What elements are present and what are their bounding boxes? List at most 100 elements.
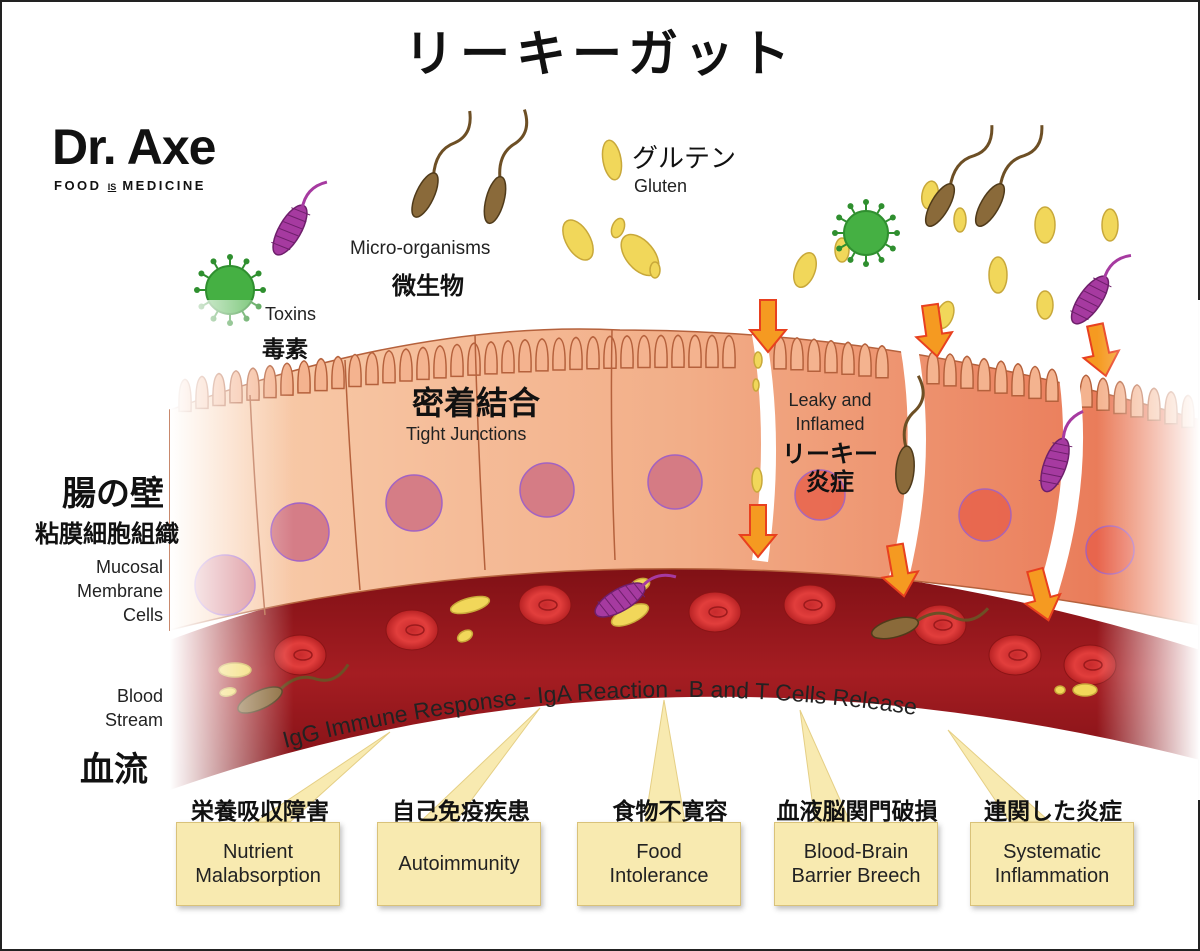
leaky-label-en: Leaky and Inflamed bbox=[775, 388, 885, 436]
bacteria-tail bbox=[948, 125, 994, 188]
virus-spike-tip bbox=[255, 270, 262, 277]
gut-wall-label-jp: 腸の壁 bbox=[62, 474, 164, 514]
parasite-ring bbox=[291, 207, 311, 216]
toxins-label-en: Toxins bbox=[265, 304, 317, 324]
bacteria-icon bbox=[974, 125, 1044, 228]
virus-body bbox=[843, 210, 889, 256]
parasite-ring bbox=[1093, 277, 1112, 288]
parasite-ring bbox=[275, 234, 295, 244]
parasite-ring bbox=[283, 221, 303, 230]
mucosal-line3: Cells bbox=[122, 605, 163, 625]
blood-line1: Blood bbox=[116, 686, 163, 706]
microorganisms-label-en: Micro-organisms bbox=[350, 238, 491, 259]
virus-spike-tip bbox=[889, 245, 896, 252]
gluten-particle bbox=[649, 261, 661, 279]
toxins-label-jp: 毒素 bbox=[262, 337, 308, 363]
leaky-label-en-line1: Leaky and bbox=[788, 390, 872, 410]
logo-dr-axe: Dr. Axe bbox=[52, 119, 216, 175]
tagline-food: FOOD bbox=[54, 178, 102, 193]
outcome-jp-0: 栄養吸収障害 bbox=[191, 799, 329, 825]
virus-spike-tip bbox=[198, 270, 205, 277]
outcome-en-0-line2: Malabsorption bbox=[195, 865, 321, 887]
virus-spike-tip bbox=[836, 214, 843, 221]
gluten-particle bbox=[793, 251, 817, 289]
gluten-particle bbox=[1034, 206, 1056, 244]
mucosal-line2: Membrane bbox=[76, 581, 163, 601]
leaky-label-en-line2: Inflamed bbox=[795, 414, 865, 434]
outcome-jp-2: 食物不寛容 bbox=[612, 799, 728, 825]
virus-spike-tip bbox=[847, 256, 854, 263]
virus-spike-tip bbox=[260, 287, 266, 293]
virus-spike-tip bbox=[210, 258, 217, 265]
outcome-en-4-line2: Inflammation bbox=[994, 865, 1110, 887]
parasite-icon bbox=[271, 180, 328, 256]
blood-line2: Stream bbox=[104, 710, 163, 730]
virus-spike-tip bbox=[878, 256, 885, 263]
outcome-en-3-line1: Blood-Brain bbox=[803, 841, 909, 863]
blood-stream-label-en: Blood Stream bbox=[30, 684, 163, 732]
outcome-en-1-line1: Autoimmunity bbox=[398, 853, 520, 875]
virus-spike-tip bbox=[863, 261, 869, 267]
outcome-en-3-line2: Barrier Breech bbox=[791, 865, 921, 887]
gluten-particle bbox=[953, 207, 967, 233]
bacteria-body bbox=[411, 172, 439, 218]
bacteria-icon bbox=[411, 110, 472, 218]
parasite-ring bbox=[279, 227, 299, 237]
bacteria-tail bbox=[498, 109, 529, 181]
bacteria-body bbox=[924, 182, 956, 228]
mucosal-label-en: Mucosal Membrane Cells bbox=[30, 555, 163, 627]
edge-fade bbox=[170, 300, 1200, 800]
blood-stream-label-jp: 血流 bbox=[80, 750, 148, 790]
logo-tagline: FOOD IS MEDICINE bbox=[54, 178, 206, 193]
virus-spike-tip bbox=[889, 214, 896, 221]
gluten-particle bbox=[601, 139, 623, 181]
bacteria-tail bbox=[431, 110, 472, 177]
outcome-en-2-line2: Intolerance bbox=[609, 865, 709, 887]
parasite-ring bbox=[1083, 290, 1103, 301]
gluten-particle bbox=[1101, 208, 1119, 242]
outcome-en-4-line1: Systematic bbox=[1003, 841, 1101, 863]
mucosal-line1: Mucosal bbox=[95, 557, 163, 577]
leaky-label-jp-line1: リーキー bbox=[782, 440, 878, 468]
virus-spike-tip bbox=[194, 287, 200, 293]
bacteria-icon bbox=[483, 109, 529, 225]
virus-spike-tip bbox=[863, 199, 869, 205]
virus-spike-tip bbox=[227, 254, 233, 260]
virus-spike-tip bbox=[878, 203, 885, 210]
outcome-jp-3: 血液脳関門破損 bbox=[776, 799, 938, 825]
gluten-label-en: Gluten bbox=[634, 176, 688, 196]
virus-spike-tip bbox=[832, 230, 838, 236]
bacteria-tail bbox=[998, 125, 1044, 188]
parasite-ring bbox=[1088, 283, 1108, 294]
gluten-label-jp: グルテン bbox=[632, 144, 737, 174]
outcome-en-2-line1: Food bbox=[636, 841, 682, 863]
bacteria-body bbox=[483, 175, 507, 225]
tight-junctions-label-jp: 密着結合 bbox=[412, 384, 541, 422]
page-title: リーキーガット bbox=[404, 25, 796, 83]
mucosal-label-jp: 粘膜細胞組織 bbox=[35, 520, 179, 548]
virus-spike-tip bbox=[847, 203, 854, 210]
outcome-box-1: Autoimmunity bbox=[377, 822, 541, 906]
virus-icon bbox=[832, 199, 900, 267]
virus-spike-tip bbox=[836, 245, 843, 252]
tight-junctions-label-en: Tight Junctions bbox=[406, 424, 527, 444]
leaky-label-jp-line2: 炎症 bbox=[806, 468, 854, 496]
microorganisms-label-jp: 微生物 bbox=[392, 272, 464, 300]
parasite-tail bbox=[1102, 253, 1132, 281]
gluten-particle bbox=[988, 256, 1008, 294]
bacteria-body bbox=[974, 182, 1006, 228]
outcome-jp-4: 連関した炎症 bbox=[984, 799, 1122, 825]
virus-spike-tip bbox=[894, 230, 900, 236]
parasite-ring bbox=[271, 241, 291, 251]
virus-spike-tip bbox=[243, 258, 250, 265]
gluten-particle bbox=[562, 219, 594, 261]
parasite-body bbox=[272, 204, 308, 256]
leaky-label-jp: リーキー 炎症 bbox=[770, 440, 890, 496]
outcome-jp-1: 自己免疫疾患 bbox=[392, 799, 530, 825]
tagline-is: IS bbox=[107, 182, 117, 192]
gluten-particle bbox=[610, 217, 626, 239]
